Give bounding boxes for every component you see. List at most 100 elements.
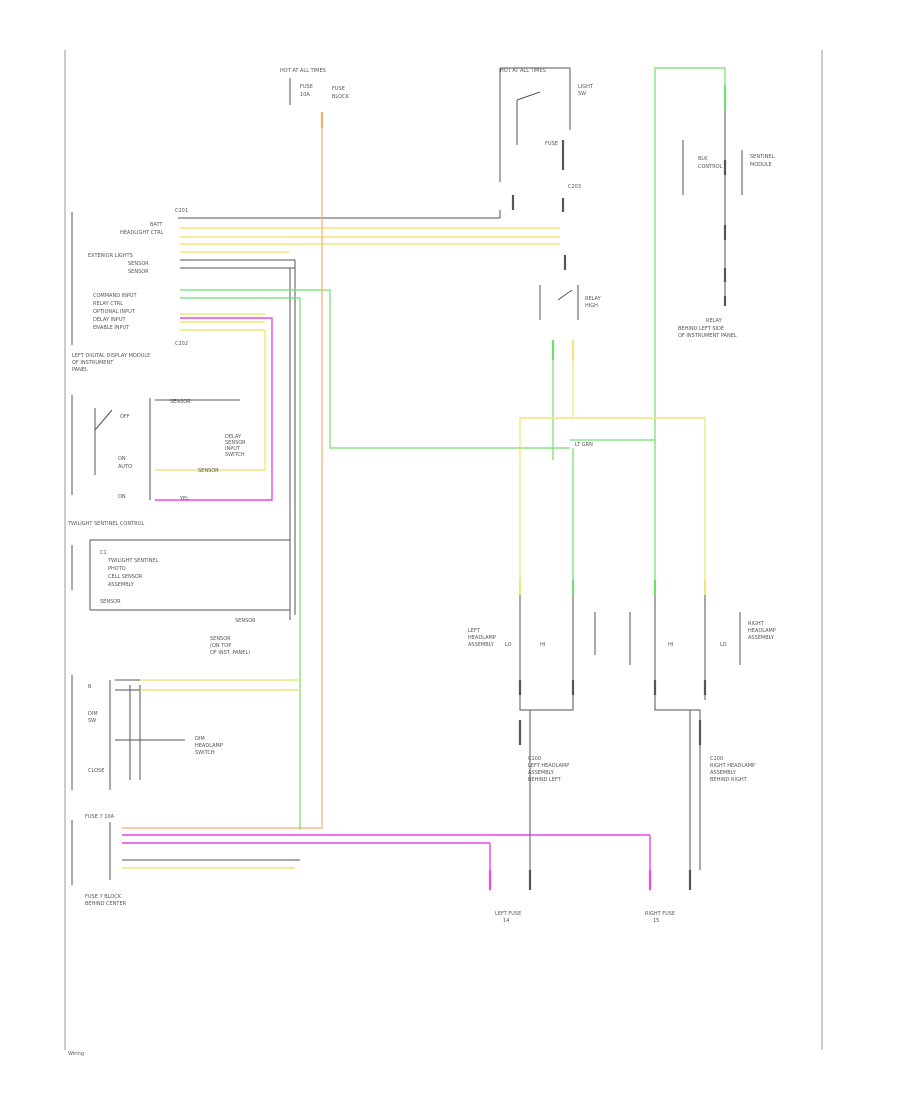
svg-text:MODULE: MODULE	[750, 162, 772, 168]
svg-text:LO: LO	[720, 642, 727, 648]
svg-text:HI: HI	[540, 642, 545, 648]
svg-text:ENABLE INPUT: ENABLE INPUT	[93, 325, 130, 331]
svg-text:OF INST. PANEL): OF INST. PANEL)	[210, 650, 250, 656]
svg-text:ASSEMBLY: ASSEMBLY	[748, 635, 775, 641]
svg-text:OPTIONAL INPUT: OPTIONAL INPUT	[93, 309, 136, 315]
digital-control-label: TWILIGHT SENTINEL CONTROL	[67, 521, 145, 527]
svg-text:SENSOR: SENSOR	[170, 399, 191, 405]
svg-text:BLOCK: BLOCK	[332, 94, 349, 100]
green-bus	[180, 289, 570, 449]
svg-text:CONTROL: CONTROL	[698, 164, 723, 170]
svg-text:FUSE 7 BLOCK: FUSE 7 BLOCK	[85, 894, 122, 900]
svg-text:PHOTO: PHOTO	[108, 566, 126, 572]
fuse-block-center: HOT AT ALL TIMES LIGHT SW FUSE C203	[499, 67, 594, 212]
svg-text:10A: 10A	[300, 92, 310, 98]
svg-text:B: B	[88, 684, 92, 690]
svg-text:SENTINEL: SENTINEL	[750, 154, 775, 160]
svg-text:SENSOR: SENSOR	[128, 261, 149, 267]
svg-text:LEFT HEADLAMP: LEFT HEADLAMP	[528, 763, 569, 769]
relay-switch-center: RELAY HIGH LT GRN	[519, 255, 706, 590]
svg-text:BEHIND LEFT: BEHIND LEFT	[528, 777, 562, 783]
green-loop-wire	[570, 67, 726, 441]
svg-text:SENSOR: SENSOR	[100, 599, 121, 605]
svg-text:BEHIND LEFT SIDE: BEHIND LEFT SIDE	[678, 326, 724, 332]
left-module: C201 BATT HEADLIGHT CTRL EXTERIOR LIGHTS…	[71, 208, 501, 373]
orange-wire	[122, 128, 323, 829]
svg-text:BEHIND RIGHT: BEHIND RIGHT	[710, 777, 748, 783]
svg-text:ON: ON	[118, 456, 126, 462]
fuse-block-bottom: FUSE 7 10A FUSE 7 BLOCK BEHIND CENTER	[71, 814, 650, 907]
pink-loop	[155, 317, 273, 501]
right-module: BLK CONTROL SENTINEL MODULE RELAY BEHIND…	[570, 67, 775, 441]
svg-text:RELAY CTRL: RELAY CTRL	[93, 301, 123, 307]
svg-text:EXTERIOR LIGHTS: EXTERIOR LIGHTS	[88, 253, 133, 259]
relay-left-label: LEFT	[468, 628, 481, 634]
ground-left-label: LEFT FUSE	[495, 911, 521, 917]
svg-text:HEADLAMP: HEADLAMP	[468, 635, 496, 641]
relay-right-label: RIGHT	[748, 621, 765, 627]
svg-text:LT GRN: LT GRN	[575, 442, 593, 448]
svg-text:C100: C100	[710, 756, 723, 762]
svg-text:SW: SW	[88, 718, 96, 724]
left-module-caption: LEFT DIGITAL DISPLAY MODULE	[72, 353, 150, 359]
dimmer-switch: B DIM SW CLOSE DIM HEADLAMP SWITCH	[71, 675, 300, 790]
svg-text:ASSEMBLY: ASSEMBLY	[710, 770, 737, 776]
svg-text:(ON TOP: (ON TOP	[210, 643, 231, 649]
svg-text:HI: HI	[668, 642, 673, 648]
svg-text:SENSOR: SENSOR	[235, 618, 256, 624]
svg-text:FUSE: FUSE	[300, 84, 313, 90]
svg-text:DIM: DIM	[195, 736, 205, 742]
svg-text:LO: LO	[505, 642, 512, 648]
svg-text:SENSOR: SENSOR	[225, 440, 246, 446]
svg-text:C100: C100	[528, 756, 541, 762]
sensor-box: C1 TWILIGHT SENTINEL PHOTO CELL SENSOR A…	[71, 539, 290, 656]
svg-text:CLOSE: CLOSE	[88, 768, 104, 774]
svg-text:OF INSTRUMENT: OF INSTRUMENT	[72, 360, 114, 366]
svg-text:AUTO: AUTO	[118, 464, 132, 470]
switch-icon	[94, 409, 113, 431]
svg-text:ASSEMBLY: ASSEMBLY	[108, 582, 135, 588]
headlamp-right: HI LO RIGHT HEADLAMP ASSEMBLY C100 RIGHT…	[629, 580, 776, 870]
svg-text:ON: ON	[118, 494, 126, 500]
fuse-label-left: HOT AT ALL TIMES	[280, 68, 326, 74]
fuse-label-center: HOT AT ALL TIMES	[500, 68, 546, 74]
svg-text:RELAY: RELAY	[706, 318, 723, 324]
svg-text:SENSOR: SENSOR	[128, 269, 149, 275]
svg-text:SWITCH: SWITCH	[225, 452, 245, 458]
page-mark: Wiring	[68, 1051, 84, 1057]
headlamp-switch: OFF ON AUTO ON SENSOR DELAY SENSOR INPUT…	[67, 395, 246, 527]
svg-text:OF INSTRUMENT PANEL: OF INSTRUMENT PANEL	[678, 333, 737, 339]
svg-text:YEL: YEL	[179, 496, 189, 502]
svg-text:DIM: DIM	[88, 711, 98, 717]
svg-text:TWILIGHT SENTINEL: TWILIGHT SENTINEL	[107, 558, 159, 564]
svg-text:HEADLAMP: HEADLAMP	[195, 743, 223, 749]
svg-text:RIGHT HEADLAMP: RIGHT HEADLAMP	[710, 763, 755, 769]
svg-text:COMMAND INPUT: COMMAND INPUT	[93, 293, 138, 299]
svg-text:C202: C202	[175, 341, 188, 347]
svg-text:OFF: OFF	[120, 414, 130, 420]
svg-text:FUSE 7 10A: FUSE 7 10A	[85, 814, 115, 820]
ground-right-label: RIGHT FUSE	[645, 911, 675, 917]
svg-text:BATT: BATT	[150, 222, 163, 228]
svg-text:SW: SW	[578, 91, 586, 97]
svg-text:HEADLIGHT CTRL: HEADLIGHT CTRL	[120, 230, 164, 236]
svg-text:INPUT: INPUT	[225, 446, 241, 452]
svg-text:SENSOR: SENSOR	[198, 468, 219, 474]
headlamp-left: LEFT HEADLAMP ASSEMBLY LO HI C100 LEFT H…	[468, 580, 596, 870]
fuse-block-left: HOT AT ALL TIMES FUSE 10A FUSE BLOCK	[280, 68, 349, 128]
svg-text:C201: C201	[175, 208, 188, 214]
svg-text:FUSE: FUSE	[545, 141, 558, 147]
svg-text:C1: C1	[100, 550, 107, 556]
svg-text:HIGH: HIGH	[585, 303, 598, 309]
svg-text:ASSEMBLY: ASSEMBLY	[528, 770, 555, 776]
svg-text:DELAY INPUT: DELAY INPUT	[93, 317, 126, 323]
svg-text:DELAY: DELAY	[225, 434, 242, 440]
svg-text:PANEL: PANEL	[72, 367, 88, 373]
svg-text:14: 14	[503, 918, 509, 924]
svg-text:BLK: BLK	[698, 156, 708, 162]
svg-text:ASSEMBLY: ASSEMBLY	[468, 642, 495, 648]
svg-text:HEADLAMP: HEADLAMP	[748, 628, 776, 634]
svg-text:C203: C203	[568, 184, 581, 190]
svg-text:RELAY: RELAY	[585, 296, 602, 302]
